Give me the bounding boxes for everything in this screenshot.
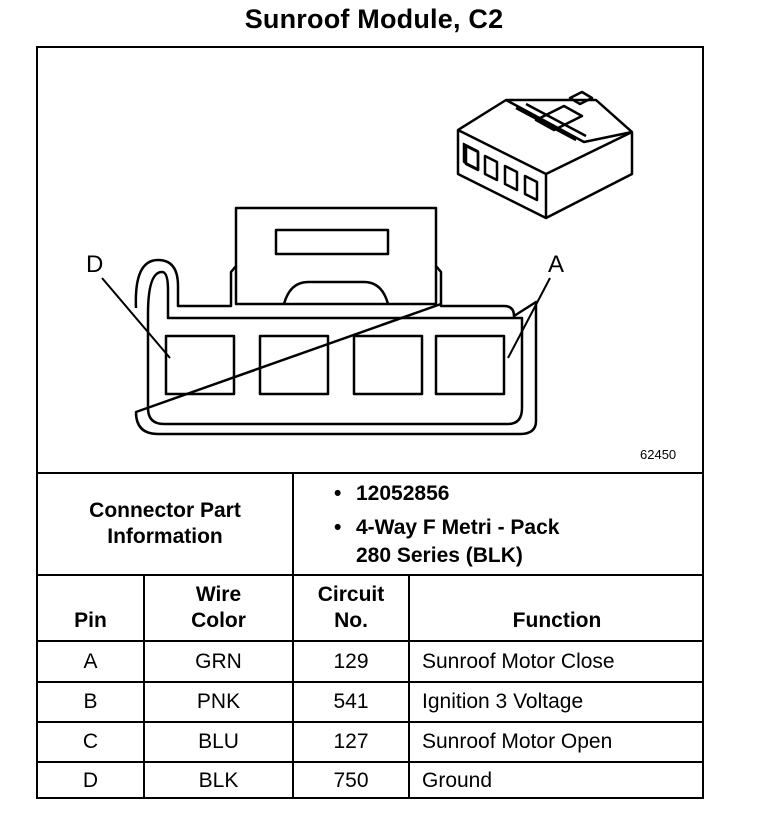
divider bbox=[292, 574, 294, 799]
part-description-line1: 4-Way F Metri - Pack bbox=[334, 514, 559, 542]
part-description-line2: 280 Series (BLK) bbox=[356, 544, 523, 567]
header-wire-color-line1: Wire bbox=[195, 583, 242, 606]
divider bbox=[36, 640, 704, 642]
figure-number: 62450 bbox=[640, 447, 677, 462]
page-title: Sunroof Module, C2 bbox=[244, 4, 504, 34]
header-wire-color: Wire Color bbox=[145, 576, 292, 640]
header-function: Function bbox=[512, 609, 602, 632]
table-row-circuit: 127 bbox=[333, 730, 369, 753]
divider bbox=[143, 574, 145, 799]
connector-part-label: Connector Part Information bbox=[38, 474, 292, 574]
table-row-function: Sunroof Motor Open bbox=[422, 730, 613, 753]
table-row-circuit: 541 bbox=[333, 690, 369, 713]
table-row-function: Sunroof Motor Close bbox=[422, 649, 615, 673]
connector-drawing: D A bbox=[86, 90, 634, 436]
connector-part-label-line2: Information bbox=[107, 525, 223, 548]
connector-part-label-line1: Connector Part bbox=[89, 499, 241, 522]
table-row-pin: B bbox=[83, 690, 98, 713]
pin-callout-d: D bbox=[86, 251, 103, 278]
connector-face bbox=[134, 206, 538, 436]
connector-part-details: 12052856 4-Way F Metri - Pack 280 Series… bbox=[334, 480, 559, 570]
cavity-d bbox=[164, 334, 236, 396]
header-circuit: Circuit No. bbox=[294, 576, 408, 640]
table-row-function: Ignition 3 Voltage bbox=[422, 690, 584, 713]
header-circuit-line1: Circuit bbox=[317, 583, 385, 606]
part-number: 12052856 bbox=[334, 480, 559, 508]
header-pin: Pin bbox=[74, 609, 107, 632]
table-row-circuit: 129 bbox=[333, 649, 369, 673]
table-row-function: Ground bbox=[422, 769, 493, 792]
table-row-pin: D bbox=[82, 769, 99, 792]
divider bbox=[292, 472, 294, 576]
divider bbox=[36, 761, 704, 763]
connector-3d-icon bbox=[456, 90, 634, 220]
diagram-frame bbox=[36, 46, 704, 799]
divider bbox=[36, 574, 704, 576]
cavity-b bbox=[352, 334, 424, 396]
table-row-wire-color: BLU bbox=[198, 730, 239, 753]
divider bbox=[36, 721, 704, 723]
divider bbox=[36, 681, 704, 683]
table-row-pin: A bbox=[83, 649, 98, 673]
table-row-wire-color: GRN bbox=[195, 649, 242, 673]
table-row-wire-color: BLK bbox=[198, 769, 239, 792]
table-row-pin: C bbox=[82, 730, 99, 753]
table-row-circuit: 750 bbox=[333, 769, 369, 792]
header-wire-color-line2: Color bbox=[191, 609, 246, 632]
cavity-c bbox=[258, 334, 330, 396]
divider bbox=[408, 574, 410, 799]
divider bbox=[36, 472, 704, 474]
header-circuit-line2: No. bbox=[334, 609, 368, 632]
cavity-a bbox=[434, 334, 506, 396]
callout-leaders bbox=[101, 277, 551, 359]
pin-callout-a: A bbox=[548, 251, 564, 278]
table-row-wire-color: PNK bbox=[196, 690, 241, 713]
